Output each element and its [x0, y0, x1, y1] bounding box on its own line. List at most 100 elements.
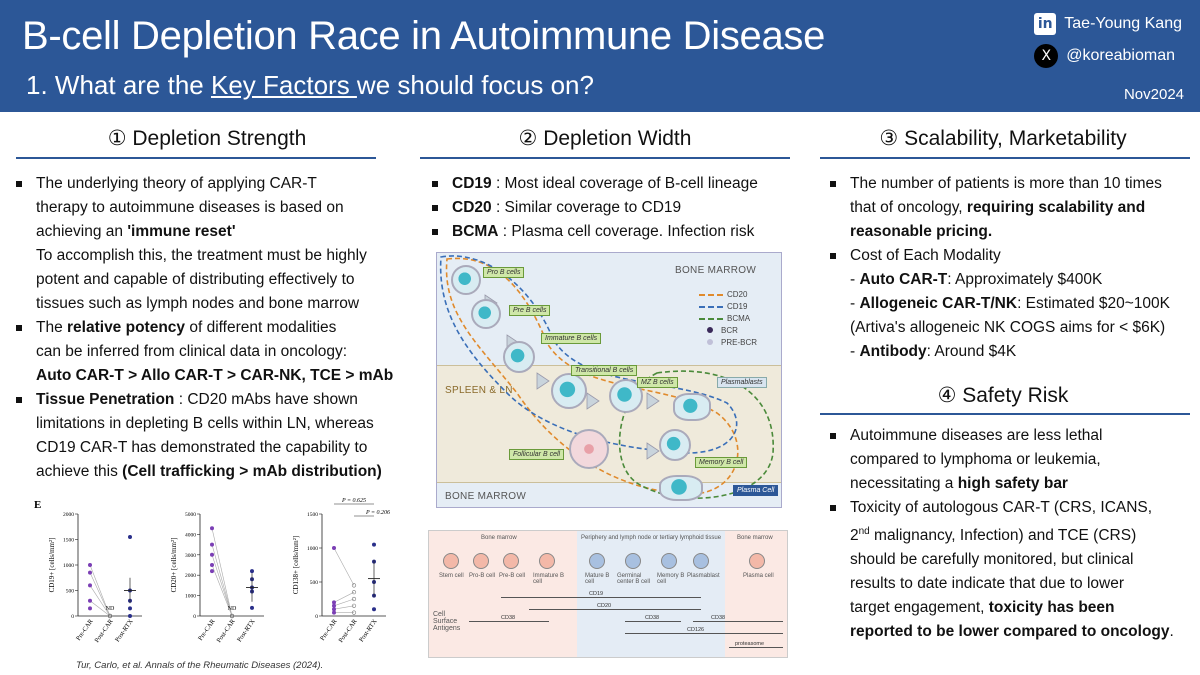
- bullet-item: Toxicity of autologous CAR-T (CRS, ICANS…: [826, 496, 1200, 644]
- data-point-pre-car: [332, 607, 336, 612]
- antigens-label: Cell Surface Antigens: [433, 611, 461, 632]
- connector-line: [333, 605, 355, 610]
- germinal-center-cell: [625, 553, 641, 569]
- zone-label: SPLEEN & LN: [445, 385, 513, 396]
- y-tick-label: 1000: [63, 563, 74, 569]
- x-tick-label: Post-RTX: [236, 618, 257, 644]
- connector-line: [89, 600, 111, 617]
- bullet-item: Autoimmune diseases are less lethal comp…: [826, 424, 1200, 496]
- y-tick-label: 2000: [185, 573, 196, 579]
- y-tick-label: 500: [66, 589, 75, 595]
- section-divider: [16, 157, 376, 159]
- pre-b-cell: [503, 553, 519, 569]
- y-tick-label: 0: [315, 614, 318, 620]
- antigen-bar-cd20: [529, 609, 701, 610]
- y-tick-label: 1500: [63, 538, 74, 544]
- x-tick-label: Post-RTX: [114, 618, 135, 644]
- p-value-label: P = 0.625: [341, 498, 366, 504]
- section-title-depletion-strength: ① Depletion Strength: [107, 127, 307, 150]
- citation: Tur, Carlo, et al. Annals of the Rheumat…: [76, 660, 324, 671]
- x-tick-label: Pre-CAR: [197, 618, 217, 642]
- data-point-pre-car: [210, 526, 214, 531]
- y-tick-label: 3000: [185, 553, 196, 559]
- plasma-cell: [749, 553, 765, 569]
- cell-label: Memory B cell: [657, 573, 685, 585]
- cell-label: Transitional B cells: [571, 365, 638, 376]
- p-value-label: P = 0.206: [365, 510, 390, 516]
- antigen-bar-cd38: [625, 621, 681, 622]
- linkedin-name[interactable]: Tae-Young Kang: [1064, 15, 1182, 32]
- data-point-post-rtx: [128, 606, 132, 611]
- bullet-item: Cost of Each Modality - Auto CAR-T: Appr…: [826, 244, 1200, 364]
- connector-line: [333, 591, 355, 603]
- cell-label: Plasma Cell: [733, 485, 779, 496]
- y-tick-label: 1500: [307, 512, 318, 518]
- x-handle[interactable]: @koreabioman: [1066, 47, 1176, 64]
- y-tick-label: 0: [193, 614, 196, 620]
- data-point-post-car: [351, 583, 357, 588]
- cd19-outline: [439, 255, 738, 454]
- zone-label: BONE MARROW: [445, 491, 527, 502]
- transitional-b-cell: [551, 373, 587, 409]
- section-title-depletion-width: ② Depletion Width: [518, 127, 692, 150]
- y-tick-label: 4000: [185, 532, 196, 538]
- y-tick-label: 1000: [307, 546, 318, 552]
- plasma-cell: [659, 475, 703, 501]
- data-point-pre-car: [210, 569, 214, 574]
- y-axis-label: CD20+ [cells/mm²]: [170, 538, 178, 593]
- cell-label: Memory B cell: [695, 457, 748, 468]
- cell-label: Plasmablasts: [717, 377, 767, 388]
- antigen-label: CD126: [687, 627, 705, 633]
- b-cell-lineage-diagram: BONE MARROW SPLEEN & LN BONE MARROW Pro …: [436, 252, 782, 508]
- plasmablast-cell: [693, 553, 709, 569]
- cell-label: Immature B cell: [533, 573, 565, 585]
- data-point-post-rtx: [128, 614, 132, 618]
- antigen-bar-cd38: [693, 621, 783, 622]
- nd-annotation: ND: [228, 606, 237, 612]
- x-tick-label: Post-RTX: [358, 618, 379, 644]
- data-point-pre-car: [332, 600, 336, 605]
- cell-label: Germinal center B cell: [617, 573, 651, 585]
- data-point-post-car: [107, 613, 113, 619]
- antigen-label: CD38: [501, 615, 516, 621]
- depletion-width-text: CD19 : Most ideal coverage of B-cell lin…: [428, 172, 798, 244]
- page-title: B-cell Depletion Race in Autoimmune Dise…: [22, 14, 826, 58]
- memory-b-cell: [659, 429, 691, 461]
- zone-label: Bone marrow: [481, 535, 517, 541]
- y-axis-label: CD138+ [cells/mm²]: [292, 536, 300, 594]
- arrow-icon: [586, 392, 600, 410]
- data-point-pre-car: [332, 603, 336, 608]
- data-point-pre-car: [88, 563, 92, 567]
- data-point-post-rtx: [250, 605, 254, 610]
- header-banner: B-cell Depletion Race in Autoimmune Dise…: [0, 0, 1200, 112]
- memory-b-cell: [661, 553, 677, 569]
- data-point-post-car: [229, 613, 235, 619]
- data-point-post-rtx: [250, 569, 254, 574]
- linkedin-icon: in: [1034, 13, 1057, 35]
- cell-label: MZ B cells: [637, 377, 678, 388]
- connector-line: [333, 547, 355, 586]
- scalability-text: The number of patients is more than 10 t…: [826, 172, 1200, 364]
- cell-label: Plasma cell: [743, 573, 774, 579]
- connector-line: [211, 554, 233, 617]
- antigen-bar-cd19: [501, 597, 701, 598]
- depletion-strength-text: The underlying theory of applying CAR-T …: [12, 172, 407, 484]
- pre-b-cell: [471, 299, 501, 329]
- safety-risk-text: Autoimmune diseases are less lethal comp…: [826, 424, 1200, 644]
- antigen-bar-cd126: [625, 633, 783, 634]
- page-subtitle: 1. What are the Key Factors we should fo…: [26, 70, 594, 100]
- zone-bone-marrow: [429, 531, 577, 657]
- data-point-post-car: [351, 590, 357, 595]
- cell-label: Mature B cell: [585, 573, 610, 585]
- data-point-pre-car: [88, 583, 92, 588]
- immature-b-cell: [503, 341, 535, 373]
- data-point-pre-car: [332, 546, 336, 550]
- bullet-item: The underlying theory of applying CAR-T …: [12, 172, 407, 316]
- y-tick-label: 5000: [185, 512, 196, 518]
- y-tick-label: 500: [310, 580, 319, 586]
- antigen-label: CD38: [645, 615, 660, 621]
- bullet-item: BCMA : Plasma cell coverage. Infection r…: [428, 220, 798, 244]
- data-point-post-car: [351, 603, 357, 608]
